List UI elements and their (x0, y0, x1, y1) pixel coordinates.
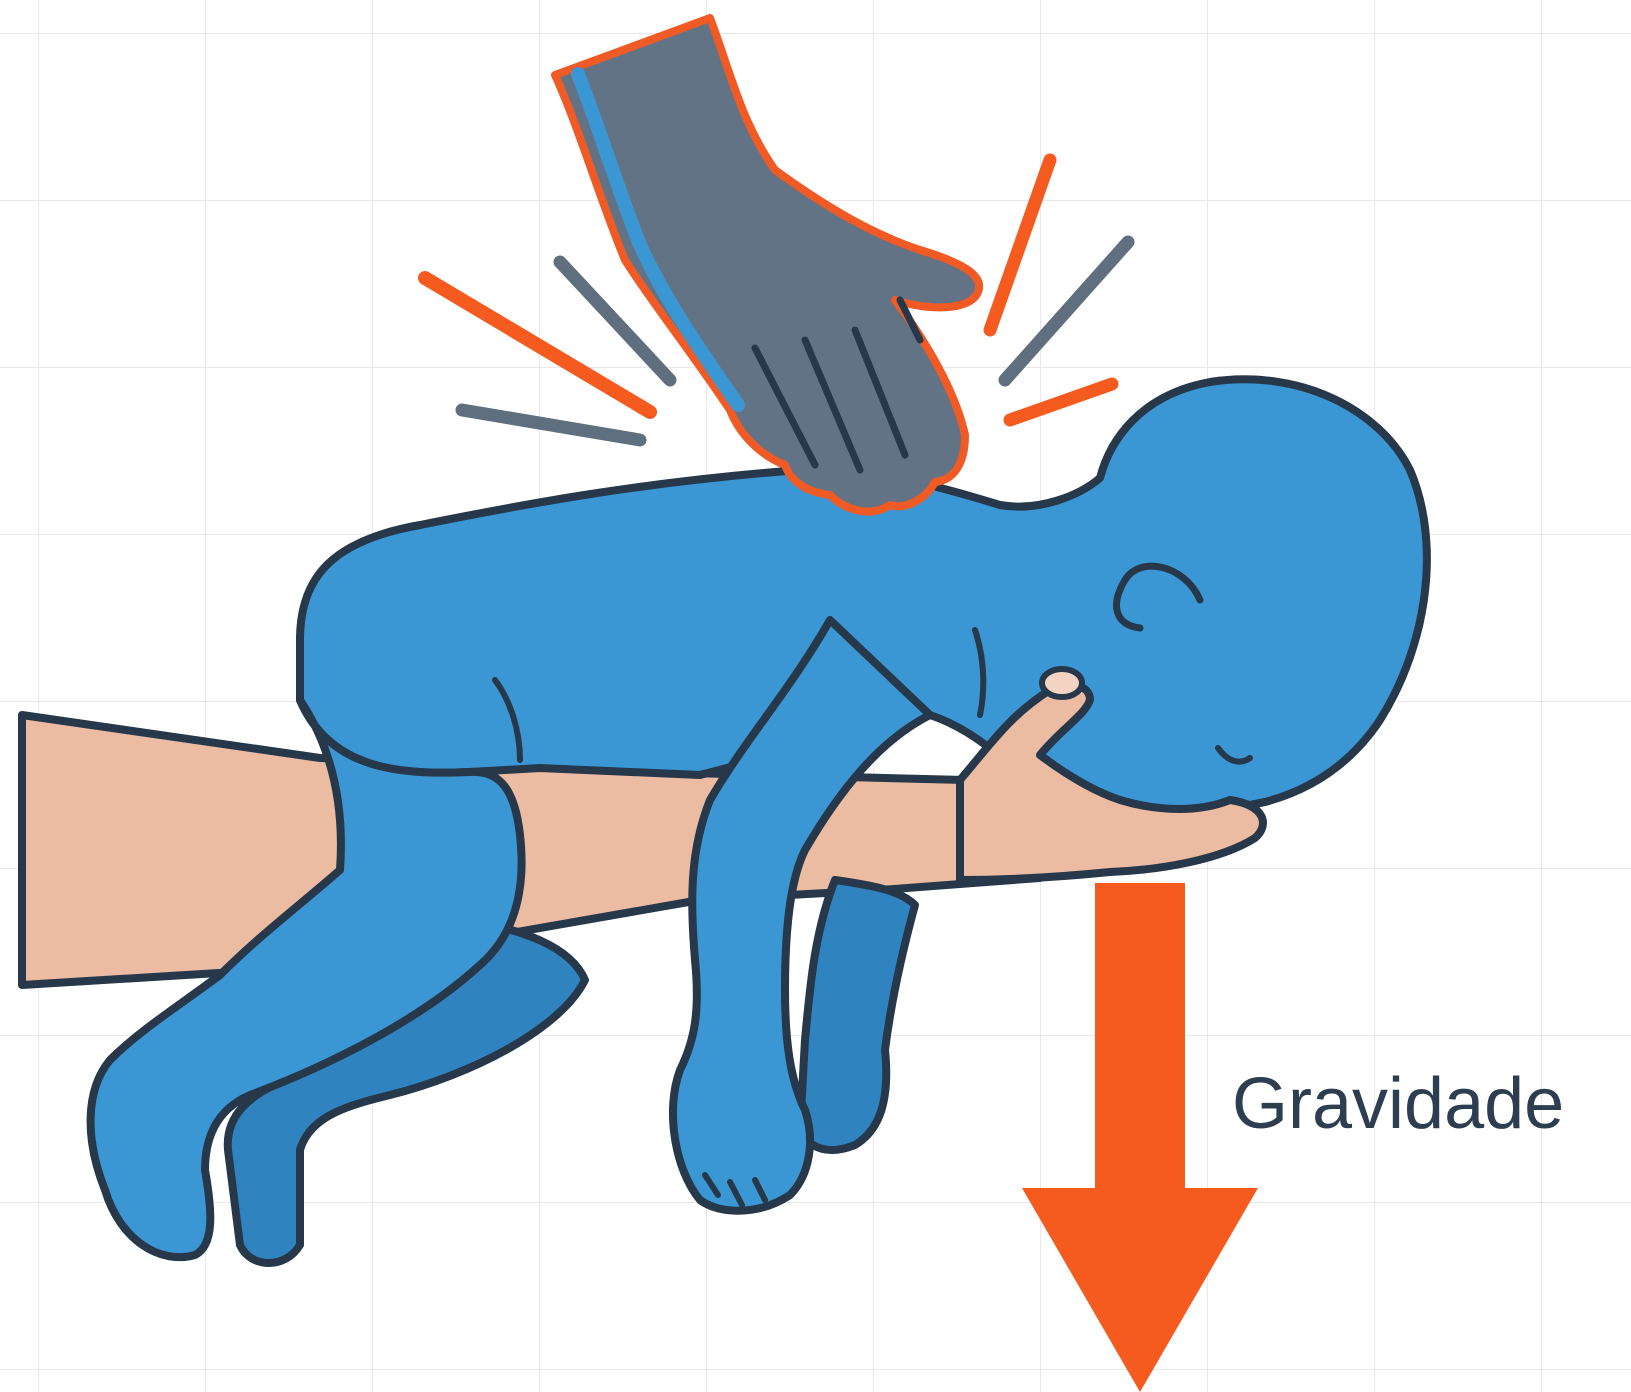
thumb-nail (1042, 669, 1082, 697)
gravity-label: Gravidade (1232, 1068, 1564, 1140)
infant-far-arm (800, 880, 915, 1150)
gravity-arrow (1022, 883, 1258, 1392)
